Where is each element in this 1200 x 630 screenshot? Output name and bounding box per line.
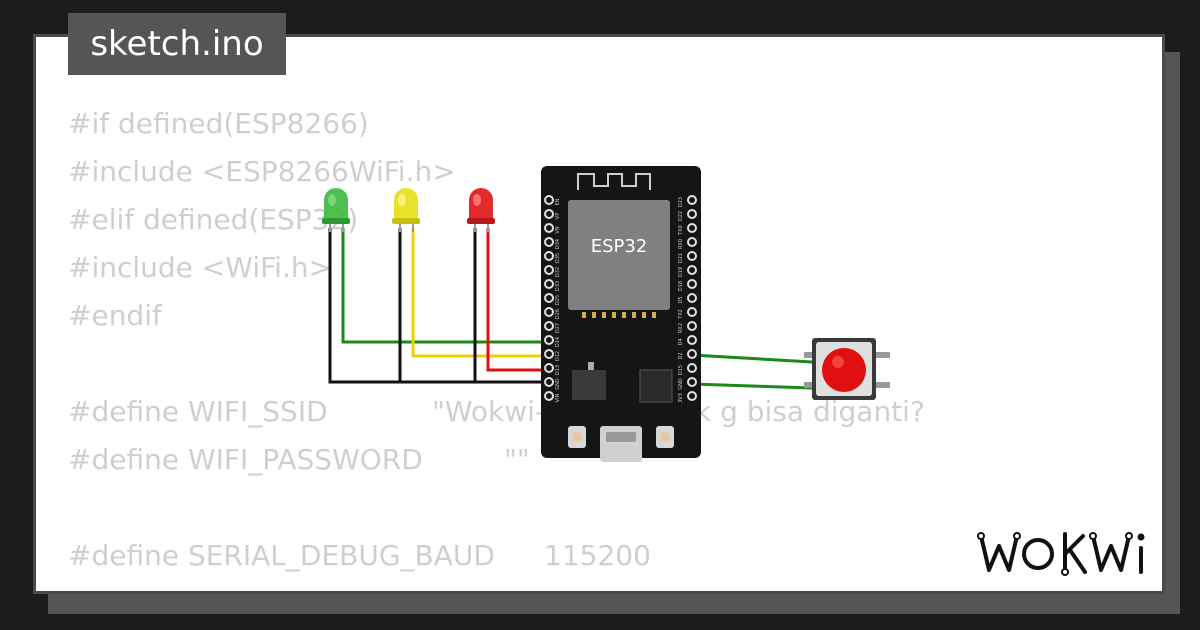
pin-label: D4: [678, 338, 684, 345]
wire-red-led-anode: [486, 228, 548, 372]
pin-hole[interactable]: [687, 293, 697, 303]
usb-chip: [639, 369, 673, 403]
pin-hole[interactable]: [687, 237, 697, 247]
pin-label: D21: [678, 253, 684, 263]
pin-label: D19: [678, 267, 684, 277]
right-pin-header: [687, 195, 697, 401]
module-pads: [582, 312, 656, 318]
pin-label: GND: [678, 378, 684, 390]
left-pin-header: [544, 195, 554, 401]
pin-hole[interactable]: [687, 195, 697, 205]
pin-hole[interactable]: [544, 377, 554, 387]
code-line: #include <ESP8266WiFi.h>: [68, 155, 456, 188]
pin-label: D5: [678, 296, 684, 303]
pin-label: 3V3: [678, 393, 684, 403]
pin-hole[interactable]: [687, 251, 697, 261]
pin-label: D32: [555, 267, 561, 277]
pin-hole[interactable]: [544, 209, 554, 219]
pin-hole[interactable]: [544, 321, 554, 331]
usb-port: [600, 426, 642, 462]
wires: [328, 228, 813, 390]
wire-button-bottom: [691, 382, 813, 390]
pin-hole[interactable]: [544, 251, 554, 261]
pin-label: D22: [678, 211, 684, 221]
pin-hole[interactable]: [544, 195, 554, 205]
wokwi-logo[interactable]: [975, 522, 1155, 582]
pin-hole[interactable]: [687, 265, 697, 275]
pin-label: D15: [678, 365, 684, 375]
pin-hole[interactable]: [544, 363, 554, 373]
pin-label: VP: [555, 213, 561, 219]
wire-green-led-anode: [341, 228, 548, 344]
pin-label: D14: [555, 337, 561, 347]
pin-label: D35: [555, 253, 561, 263]
board-label: ESP32: [591, 236, 648, 257]
pin-hole[interactable]: [687, 335, 697, 345]
pin-hole[interactable]: [687, 223, 697, 233]
pin-label: RX0: [678, 239, 684, 249]
led-green[interactable]: [322, 188, 350, 232]
pin-label: D33: [555, 281, 561, 291]
pin-hole[interactable]: [544, 265, 554, 275]
esp32-board[interactable]: ESP32 ENVPVND34D35D32D33D25D26D27D14D12D…: [541, 166, 701, 462]
code-line: #define WIFI_PASSWORD: [68, 443, 423, 476]
pin-hole[interactable]: [687, 349, 697, 359]
pin-label: D12: [555, 351, 561, 361]
pin-hole[interactable]: [687, 279, 697, 289]
pin-label: RX2: [678, 323, 684, 333]
code-value: "": [504, 443, 530, 476]
pin-hole[interactable]: [687, 377, 697, 387]
pin-label: D27: [555, 323, 561, 333]
pin-hole[interactable]: [544, 349, 554, 359]
pin-label: D25: [555, 295, 561, 305]
wire-green-led-cathode: [328, 228, 548, 384]
code-line: #endif: [68, 299, 162, 332]
code-line: #include <WiFi.h>: [68, 251, 333, 284]
pin-label: EN: [555, 198, 561, 205]
pin-hole[interactable]: [544, 293, 554, 303]
pin-hole[interactable]: [687, 209, 697, 219]
pin-hole[interactable]: [687, 307, 697, 317]
pin-hole[interactable]: [544, 223, 554, 233]
pin-label: D34: [555, 239, 561, 249]
pin-hole[interactable]: [687, 391, 697, 401]
pin-label: D2: [678, 352, 684, 359]
pin-hole[interactable]: [544, 237, 554, 247]
led-yellow[interactable]: [392, 188, 420, 232]
wire-button-top: [691, 353, 813, 364]
pin-label: D26: [555, 309, 561, 319]
push-button[interactable]: [804, 338, 890, 400]
pin-label: TX2: [678, 309, 684, 320]
pin-label: D18: [678, 281, 684, 291]
voltage-regulator: [572, 370, 606, 400]
pin-label: D23: [678, 197, 684, 207]
led-red[interactable]: [467, 188, 495, 232]
pin-hole[interactable]: [687, 321, 697, 331]
code-value: 115200: [544, 539, 651, 572]
code-line: #define SERIAL_DEBUG_BAUD: [68, 539, 495, 572]
pin-label: VIN: [555, 393, 561, 402]
pin-hole[interactable]: [687, 363, 697, 373]
code-line: #define WIFI_SSID: [68, 395, 328, 428]
file-tab[interactable]: sketch.ino: [68, 13, 286, 75]
pin-label: D13: [555, 365, 561, 375]
pin-label: TX0: [678, 225, 684, 236]
wire-red-led-cathode: [473, 228, 548, 384]
wire-yellow-led-anode: [411, 228, 548, 358]
pin-hole[interactable]: [544, 307, 554, 317]
code-line: #if defined(ESP8266): [68, 107, 369, 140]
pin-hole[interactable]: [544, 279, 554, 289]
pin-label: VN: [555, 226, 561, 233]
pin-hole[interactable]: [544, 335, 554, 345]
pin-hole[interactable]: [544, 391, 554, 401]
pin-label: GND: [555, 378, 561, 390]
